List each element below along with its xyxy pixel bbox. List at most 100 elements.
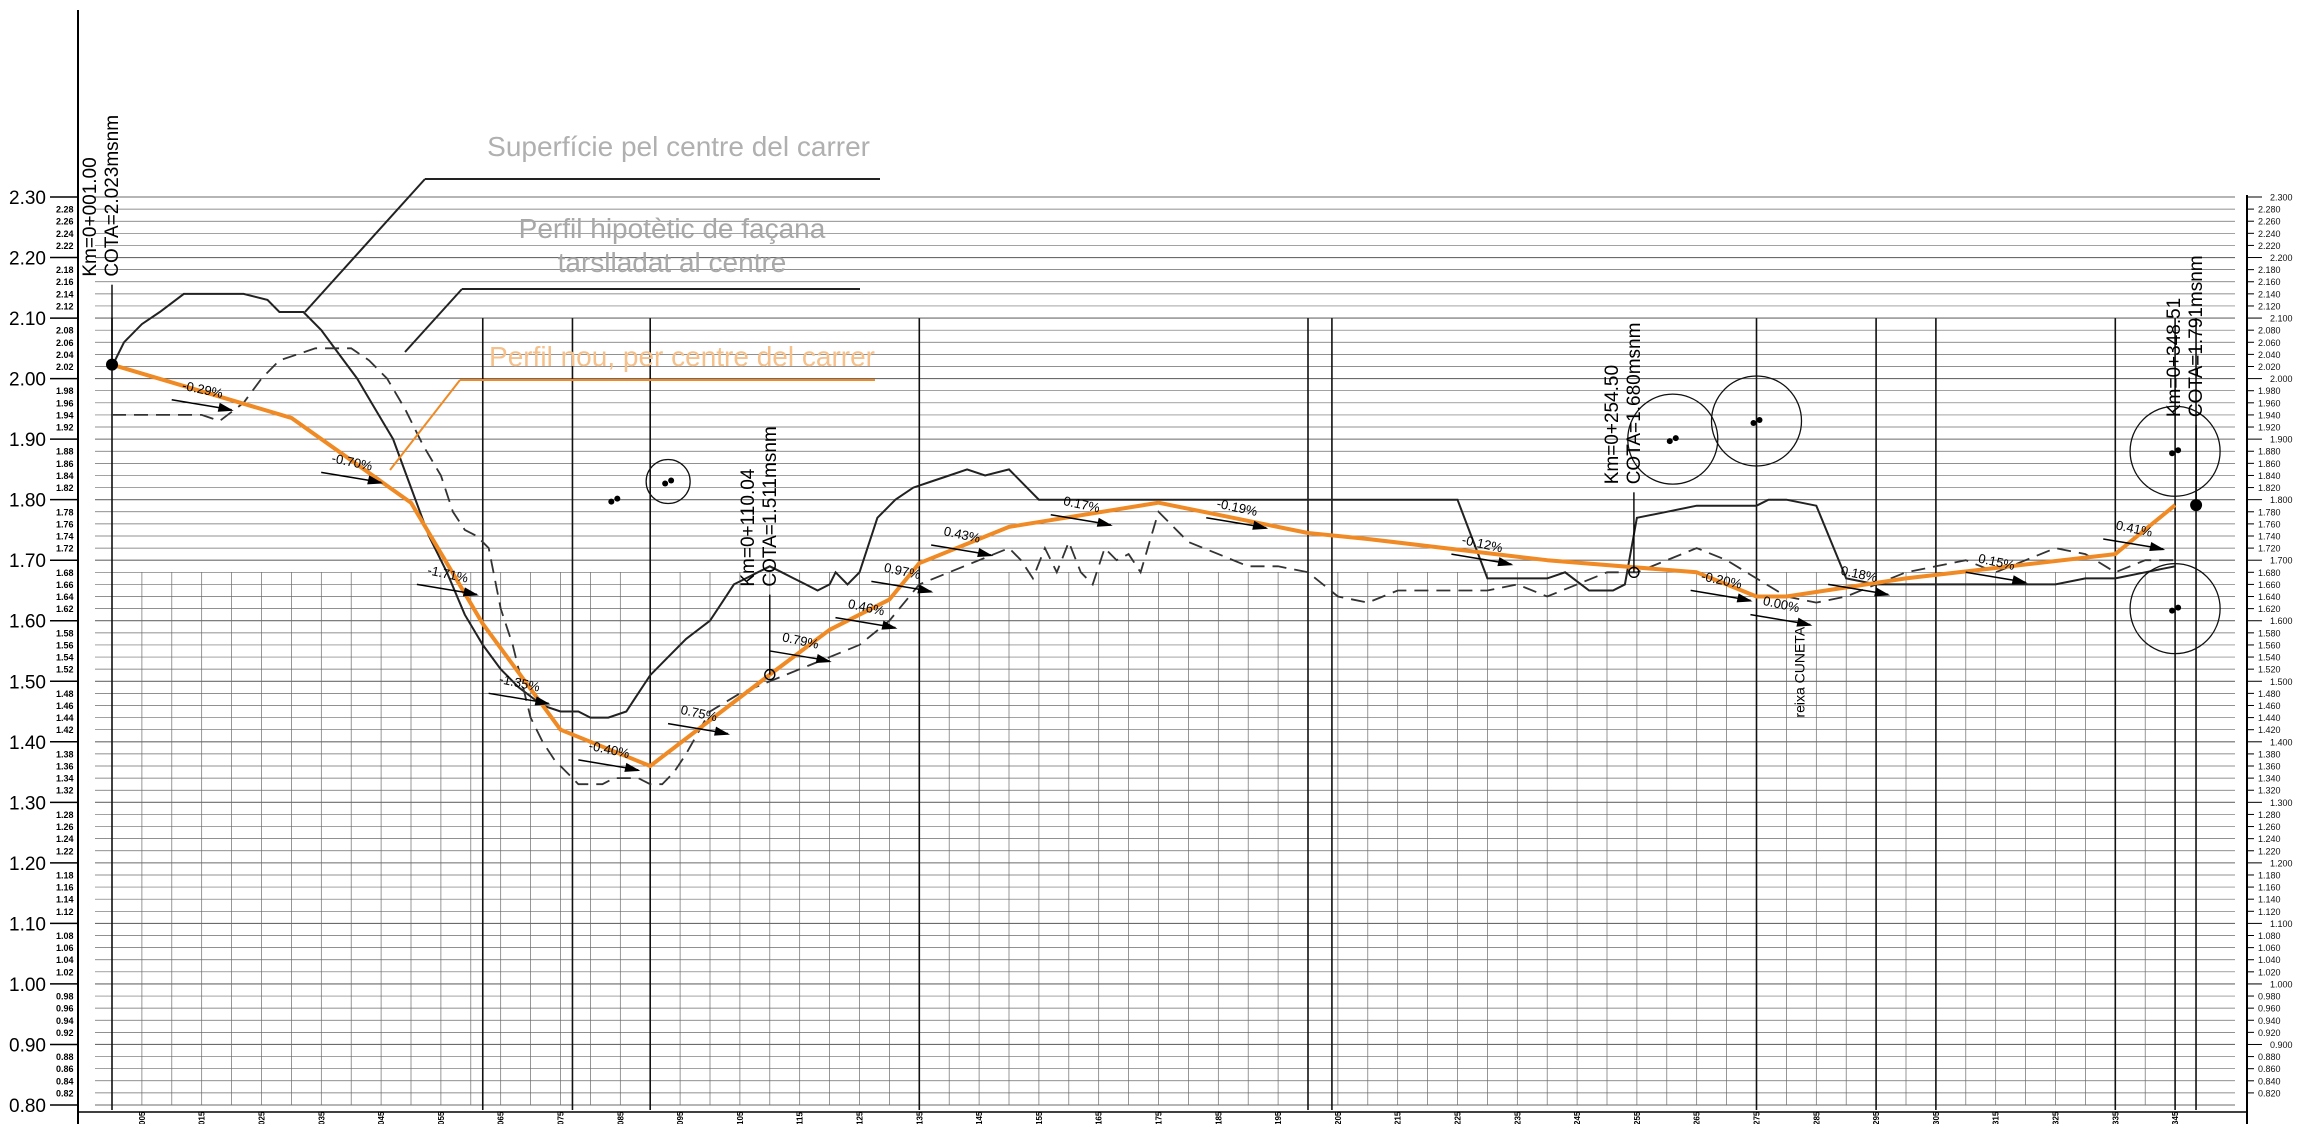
y-tick-label-minor: 2.08	[56, 326, 74, 336]
y-tick-label-minor: 1.22	[56, 846, 74, 856]
x-tick-label: 305	[1932, 1111, 1941, 1124]
y-tick-label-minor: 0.88	[56, 1052, 74, 1062]
y-tick-label-right: 1.460	[2258, 701, 2281, 711]
grade-arrowhead	[1874, 587, 1891, 597]
y-tick-label-minor: 1.24	[56, 834, 74, 844]
y-tick-label-major: 0.90	[9, 1035, 46, 1056]
series-line-2	[111, 362, 2177, 768]
y-tick-label-right: 1.480	[2258, 689, 2281, 699]
y-tick-label-minor: 2.14	[56, 289, 74, 299]
y-tick-label-right: 1.780	[2258, 507, 2281, 517]
x-tick-label: 125	[856, 1111, 865, 1124]
grade-arrowhead	[815, 653, 832, 663]
y-tick-label-major: 1.10	[9, 914, 46, 935]
x-tick-label: 095	[676, 1111, 685, 1124]
x-tick-label: 175	[1155, 1111, 1164, 1124]
grade-label: -1.71%	[426, 562, 470, 585]
y-tick-label-major: 1.50	[9, 672, 46, 693]
y-tick-label-right: 1.340	[2258, 774, 2281, 784]
y-tick-label-right: 2.120	[2258, 301, 2281, 311]
y-tick-label-minor: 2.06	[56, 338, 74, 348]
x-tick-label: 055	[437, 1111, 446, 1124]
survey-circle	[1710, 375, 1803, 467]
x-tick-label: 145	[975, 1111, 984, 1124]
grade-arrowhead	[1096, 517, 1113, 527]
chart-axes: 0.800.901.001.101.201.301.401.501.601.70…	[9, 10, 2293, 1124]
y-tick-label-right: 2.300	[2270, 193, 2293, 203]
y-tick-label-right: 0.920	[2258, 1028, 2281, 1038]
survey-point	[2169, 607, 2176, 614]
y-tick-label-right: 1.220	[2258, 846, 2281, 856]
y-tick-label-right: 1.880	[2258, 447, 2281, 457]
survey-point	[1756, 416, 1763, 423]
x-tick-label: 255	[1633, 1111, 1642, 1124]
station-km-label: Km=0+348.51	[2164, 298, 2185, 417]
y-tick-label-right: 1.140	[2258, 895, 2281, 905]
grade-label: 0.43%	[943, 523, 983, 545]
y-tick-label-minor: 1.46	[56, 701, 74, 711]
grade-label: -0.20%	[1700, 568, 1744, 591]
y-tick-label-right: 1.660	[2258, 580, 2281, 590]
y-tick-label-right: 1.720	[2258, 544, 2281, 554]
y-tick-label-minor: 1.92	[56, 423, 74, 433]
y-tick-label-right: 0.820	[2258, 1088, 2281, 1098]
x-tick-label: 025	[258, 1111, 267, 1124]
station-cota-label: COTA=1.680msnm	[1624, 323, 1645, 485]
y-tick-label-right: 1.060	[2258, 943, 2281, 953]
grade-label: -0.29%	[181, 378, 225, 401]
y-tick-label-right: 1.740	[2258, 531, 2281, 541]
y-tick-label-right: 2.100	[2270, 314, 2293, 324]
y-tick-label-minor: 1.94	[56, 410, 74, 420]
y-tick-label-right: 2.260	[2258, 217, 2281, 227]
y-tick-label-minor: 1.88	[56, 447, 74, 457]
x-tick-label: 315	[1992, 1111, 2001, 1124]
y-tick-label-right: 1.240	[2258, 834, 2281, 844]
y-tick-label-right: 1.000	[2270, 979, 2293, 989]
y-tick-label-major: 0.80	[9, 1096, 46, 1117]
y-tick-label-right: 2.280	[2258, 205, 2281, 215]
legend-new-label: Perfil nou, per centre del carrer	[489, 341, 875, 372]
grade-arrowhead	[977, 548, 994, 558]
y-tick-label-right: 1.560	[2258, 640, 2281, 650]
y-tick-label-minor: 1.98	[56, 386, 74, 396]
y-tick-label-minor: 0.82	[56, 1088, 74, 1098]
survey-point	[614, 495, 621, 502]
y-tick-label-right: 1.020	[2258, 967, 2281, 977]
y-tick-label-minor: 1.56	[56, 640, 74, 650]
survey-point	[1750, 419, 1757, 426]
y-tick-label-right: 0.940	[2258, 1016, 2281, 1026]
y-tick-label-minor: 1.66	[56, 580, 74, 590]
survey-point	[2169, 450, 2176, 457]
y-tick-label-right: 1.640	[2258, 592, 2281, 602]
y-tick-label-right: 1.440	[2258, 713, 2281, 723]
y-tick-label-right: 1.420	[2258, 725, 2281, 735]
y-tick-label-minor: 0.96	[56, 1004, 74, 1014]
x-tick-label: 265	[1693, 1111, 1702, 1124]
y-tick-label-right: 0.960	[2258, 1004, 2281, 1014]
y-tick-label-minor: 1.34	[56, 774, 74, 784]
x-tick-label: 075	[557, 1111, 566, 1124]
chart-grid	[95, 196, 2235, 1106]
y-tick-label-minor: 1.78	[56, 507, 74, 517]
y-tick-label-right: 2.020	[2258, 362, 2281, 372]
series-line-1	[112, 347, 2176, 786]
station-km-label: Km=0+001.00	[80, 157, 101, 276]
grade-label: -0.70%	[330, 450, 374, 473]
y-tick-label-right: 0.860	[2258, 1064, 2281, 1074]
y-tick-label-right: 1.700	[2270, 556, 2293, 566]
y-tick-label-minor: 1.16	[56, 883, 74, 893]
y-tick-label-major: 1.30	[9, 793, 46, 814]
y-tick-label-right: 1.820	[2258, 483, 2281, 493]
y-tick-label-major: 1.70	[9, 551, 46, 572]
y-tick-label-major: 1.20	[9, 854, 46, 875]
y-tick-label-major: 2.10	[9, 309, 46, 330]
legend-leader-surface-diag	[304, 178, 426, 313]
y-tick-label-minor: 1.44	[56, 713, 74, 723]
grade-arrowhead	[624, 762, 641, 772]
chart-labels: -0.29%-0.70%-1.71%-1.35%-0.40%0.75%0.79%…	[80, 115, 2207, 772]
y-tick-label-minor: 1.76	[56, 519, 74, 529]
y-tick-label-major: 1.40	[9, 733, 46, 754]
y-tick-label-right: 0.900	[2270, 1040, 2293, 1050]
y-tick-label-right: 1.600	[2270, 616, 2293, 626]
chart-legend: Superfície pel centre del carrer Perfil …	[304, 131, 880, 471]
